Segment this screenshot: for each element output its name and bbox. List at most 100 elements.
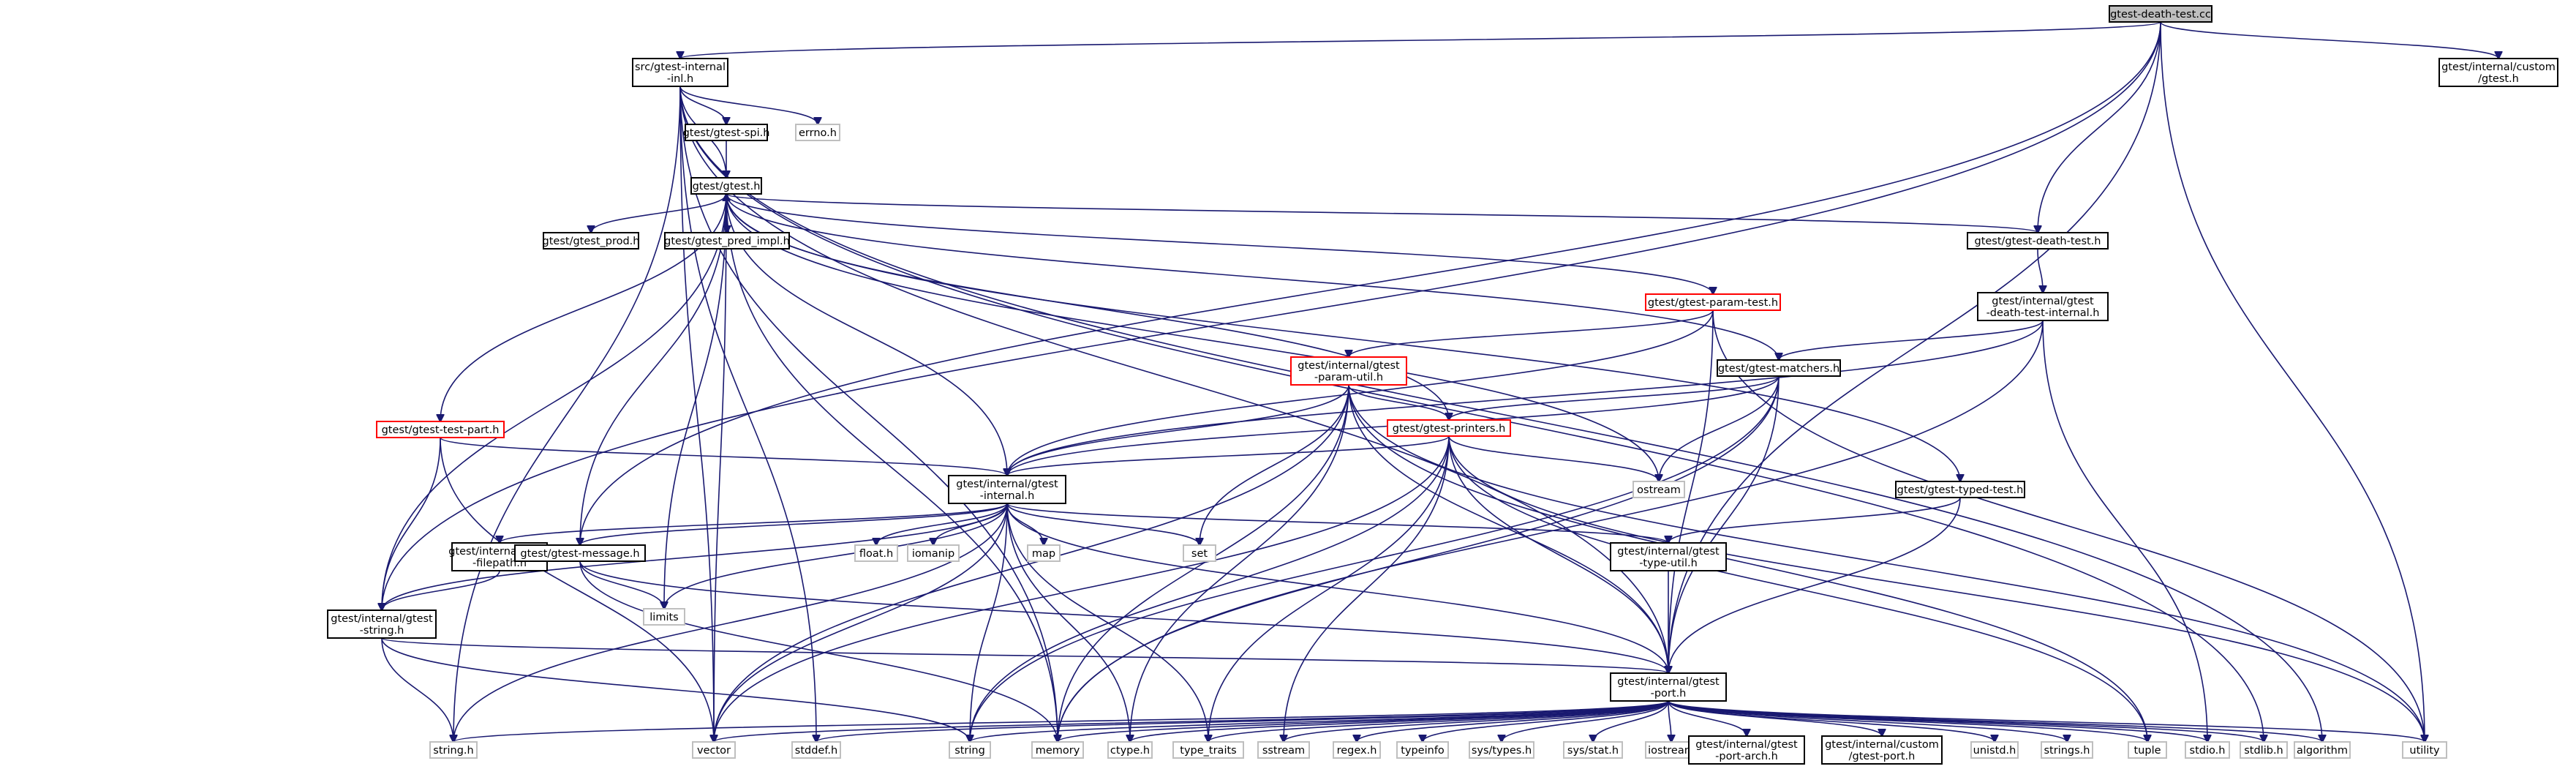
node-map-label-0: map (1032, 548, 1055, 560)
node-inl-label-0: src/gtest-internal (635, 61, 726, 73)
node-port-box (1610, 672, 1727, 702)
edge-port-to-ctype (1130, 700, 1669, 742)
node-typedtest-label-0: gtest/gtest-typed-test.h (1897, 484, 2024, 496)
node-prod-box (543, 232, 639, 250)
edge-message-to-port (579, 560, 1668, 673)
node-typedtest[interactable]: gtest/gtest-typed-test.h (1895, 481, 2025, 498)
node-stddef[interactable]: stddef.h (791, 741, 841, 759)
node-inl-box (632, 58, 728, 87)
node-typedtest-box (1895, 481, 2025, 498)
node-set[interactable]: set (1183, 544, 1216, 562)
node-root-box (2109, 5, 2212, 23)
node-iostream[interactable]: iostream (1645, 741, 1698, 759)
node-sysstat[interactable]: sys/stat.h (1563, 741, 1623, 759)
node-ostream[interactable]: ostream (1632, 481, 1685, 498)
node-spi[interactable]: gtest/gtest-spi.h (683, 124, 770, 141)
edge-inl-to-port (679, 86, 1668, 673)
node-errno[interactable]: errno.h (795, 124, 840, 141)
node-message[interactable]: gtest/gtest-message.h (514, 544, 646, 562)
node-stdlib[interactable]: stdlib.h (2240, 741, 2288, 759)
edge-typedtest-to-typeutil (1668, 497, 1961, 543)
edge-internal-to-set (1006, 503, 1200, 545)
node-string_h[interactable]: gtest/internal/gtest-string.h (327, 609, 437, 639)
node-stringh[interactable]: string.h (429, 741, 478, 759)
node-ctype-box (1107, 741, 1153, 759)
node-stdlib-box (2240, 741, 2288, 759)
edge-gtest-to-typedtest (726, 193, 1960, 481)
edge-printers-to-tuple (1448, 435, 2147, 742)
node-portarch-label-0: gtest/internal/gtest (1695, 739, 1798, 751)
node-paramutil[interactable]: gtest/internal/gtest-param-util.h (1290, 356, 1407, 386)
node-root[interactable]: gtest-death-test.cc (2109, 5, 2212, 23)
node-sstream[interactable]: sstream (1257, 741, 1310, 759)
node-algorithm[interactable]: algorithm (2294, 741, 2351, 759)
node-matchers[interactable]: gtest/gtest-matchers.h (1717, 359, 1841, 377)
node-portarch[interactable]: gtest/internal/gtest-port-arch.h (1688, 735, 1805, 765)
edge-gtest-to-message (580, 193, 727, 545)
node-ctype[interactable]: ctype.h (1107, 741, 1153, 759)
edge-gtest-to-memory (726, 193, 1058, 742)
node-tuple[interactable]: tuple (2128, 741, 2167, 759)
node-stdio-label-0: stdio.h (2190, 745, 2226, 757)
node-string-label-0: string (954, 745, 985, 757)
node-typeutil-box (1610, 542, 1727, 571)
node-systypes[interactable]: sys/types.h (1469, 741, 1534, 759)
node-custom_gtest[interactable]: gtest/internal/custom/gtest.h (2438, 58, 2558, 87)
node-floath[interactable]: float.h (854, 544, 898, 562)
edge-testpart-to-internal (440, 437, 1007, 476)
node-regex[interactable]: regex.h (1333, 741, 1381, 759)
node-paramutil-label-1: -param-util.h (1314, 372, 1383, 383)
node-memory-box (1031, 741, 1084, 759)
edge-testpart-to-vector (440, 437, 714, 742)
edge-internal-to-port (1006, 503, 1668, 673)
node-regex-label-0: regex.h (1337, 745, 1377, 757)
node-utility-label-0: utility (2409, 745, 2440, 757)
node-dti-label-0: gtest/internal/gtest (1992, 296, 2094, 307)
node-map[interactable]: map (1027, 544, 1061, 562)
node-deathtest[interactable]: gtest/gtest-death-test.h (1967, 232, 2109, 250)
node-stdio[interactable]: stdio.h (2185, 741, 2230, 759)
node-type_traits[interactable]: type_traits (1172, 741, 1244, 759)
node-gtest[interactable]: gtest/gtest.h (690, 177, 762, 195)
node-stdio-box (2185, 741, 2230, 759)
node-customport[interactable]: gtest/internal/custom/gtest-port.h (1821, 735, 1943, 765)
node-unistd[interactable]: unistd.h (1970, 741, 2019, 759)
node-dti[interactable]: gtest/internal/gtest-death-test-internal… (1977, 292, 2109, 321)
node-string-box (949, 741, 991, 759)
node-prod[interactable]: gtest/gtest_prod.h (543, 232, 640, 250)
node-customport-label-0: gtest/internal/custom (1825, 739, 1939, 751)
node-iomanip[interactable]: iomanip (907, 544, 960, 562)
edge-port-to-unistd (1668, 700, 1995, 742)
node-portarch-label-1: -port-arch.h (1715, 751, 1778, 762)
node-port[interactable]: gtest/internal/gtest-port.h (1610, 672, 1727, 702)
node-inl[interactable]: src/gtest-internal-inl.h (632, 58, 728, 87)
node-pred-label-0: gtest/gtest_pred_impl.h (664, 236, 790, 247)
node-typeinfo[interactable]: typeinfo (1396, 741, 1449, 759)
edge-paramutil-to-tuple (1348, 384, 2147, 742)
node-custom_gtest-label-1: /gtest.h (2478, 73, 2519, 85)
edge-testpart-to-string_h (382, 437, 441, 610)
node-systypes-label-0: sys/types.h (1472, 745, 1532, 757)
node-internal[interactable]: gtest/internal/gtest-internal.h (948, 475, 1066, 504)
edge-root-to-inl (680, 21, 2161, 59)
node-vector[interactable]: vector (692, 741, 736, 759)
node-strings[interactable]: strings.h (2041, 741, 2093, 759)
node-pred[interactable]: gtest/gtest_pred_impl.h (664, 232, 790, 250)
edge-inl-to-memory (679, 86, 1058, 742)
node-typeutil[interactable]: gtest/internal/gtest-type-util.h (1610, 542, 1727, 571)
node-string[interactable]: string (949, 741, 991, 759)
node-memory[interactable]: memory (1031, 741, 1084, 759)
edge-port-to-type_traits (1208, 700, 1669, 742)
node-memory-label-0: memory (1036, 745, 1080, 757)
node-deathtest-label-0: gtest/gtest-death-test.h (1975, 236, 2101, 247)
node-testpart[interactable]: gtest/gtest-test-part.h (376, 421, 505, 438)
node-limits[interactable]: limits (643, 608, 685, 626)
node-printers[interactable]: gtest/gtest-printers.h (1387, 419, 1511, 437)
node-utility[interactable]: utility (2402, 741, 2447, 759)
edge-internal-to-message (580, 503, 1008, 545)
node-paramtest[interactable]: gtest/gtest-param-test.h (1645, 293, 1781, 311)
edge-dti-to-matchers (1779, 320, 2044, 360)
edge-internal-to-map (1006, 503, 1044, 545)
node-ostream-label-0: ostream (1637, 484, 1681, 496)
edge-root-to-custom_gtest (2160, 21, 2498, 59)
